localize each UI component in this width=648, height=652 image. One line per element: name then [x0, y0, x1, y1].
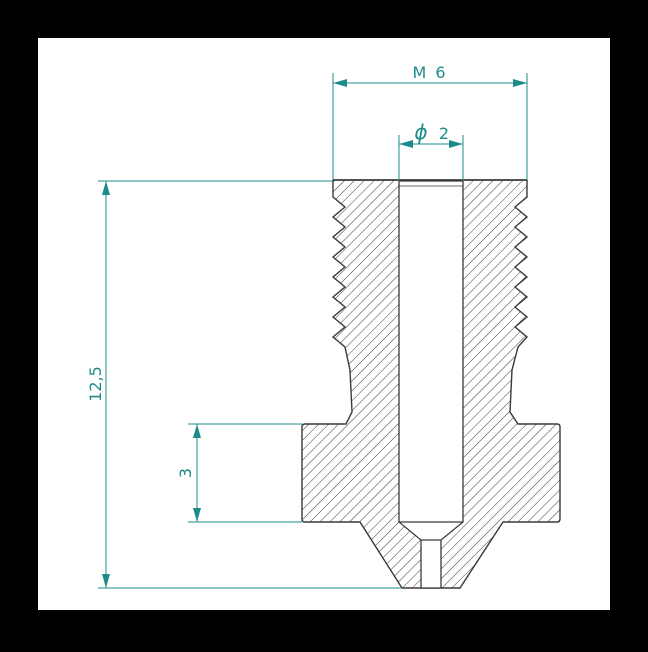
- dimension-length-label: 12,5: [86, 366, 105, 402]
- dimension-length: 12,5: [86, 180, 402, 589]
- dimension-bore-label: 2: [439, 124, 449, 143]
- dimension-flange: 3: [176, 423, 302, 523]
- dimension-thread-label: M 6: [412, 63, 447, 82]
- nozzle-outline: [301, 179, 561, 589]
- dimension-flange-label: 3: [176, 468, 195, 478]
- drawing-sheet: [38, 38, 610, 610]
- dimension-thread: M 6: [332, 63, 528, 180]
- dimension-bore: ϕ 2: [398, 120, 464, 181]
- bore-channel: [398, 180, 464, 589]
- bore-diameter-symbol: ϕ: [414, 120, 427, 144]
